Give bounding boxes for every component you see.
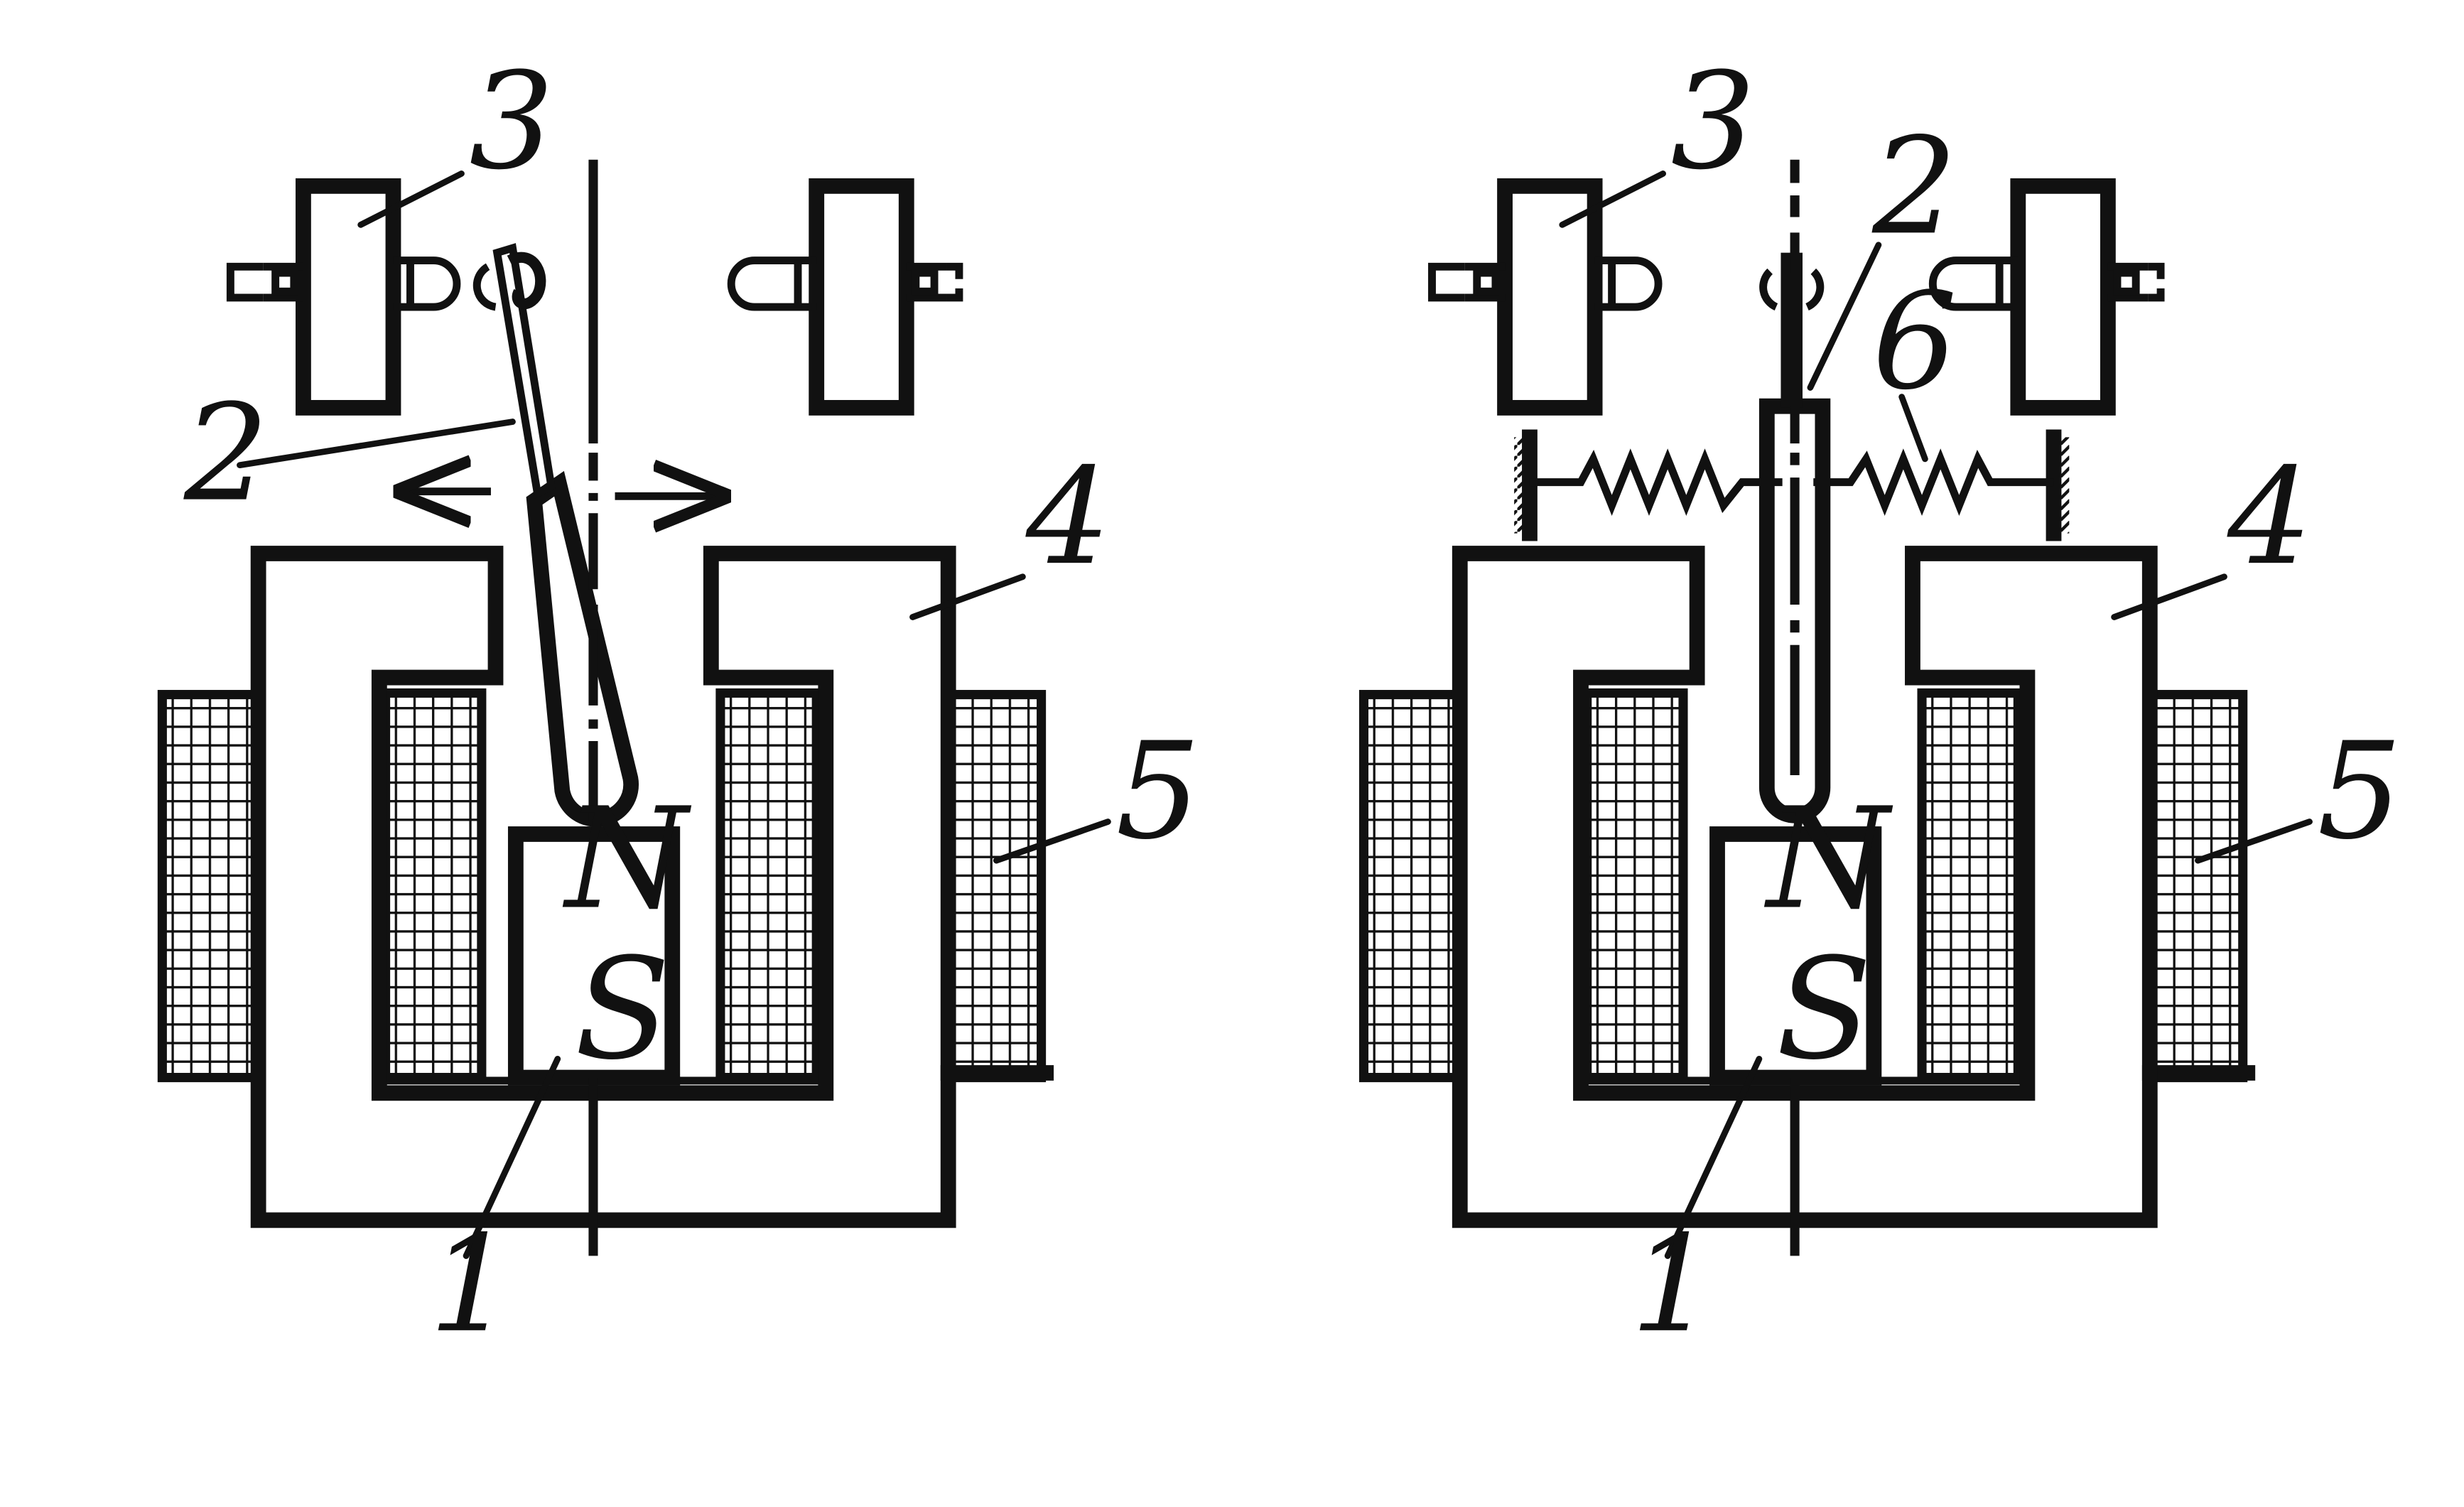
left-pole-north: N: [563, 779, 692, 941]
right-contact-left: [1432, 186, 1658, 408]
right-label-spring: 6: [1872, 265, 1957, 420]
left-pole-south: S: [575, 929, 671, 1091]
left-label-core: 4: [1025, 440, 1111, 595]
left-label-magnet: 1: [429, 1207, 514, 1362]
right-coil-inner-right: [1917, 688, 2023, 1083]
left-figure: [157, 159, 1111, 1259]
right-label-coil: 5: [2317, 714, 2401, 869]
left-labels: 3 2 4 5 1 N S: [183, 45, 1201, 1363]
right-figure: [1358, 159, 2313, 1259]
right-label-core: 4: [2227, 440, 2312, 595]
left-coil-outer-left: [157, 690, 264, 1083]
left-contact-left: [230, 186, 457, 408]
right-labels: 3 2 6 4 5 1 N S: [1631, 45, 2402, 1363]
left-coil-inner-left: [381, 688, 487, 1083]
right-pole-north: N: [1764, 779, 1893, 941]
left-pivoting-arm: [472, 243, 639, 827]
right-label-magnet: 1: [1631, 1207, 1715, 1362]
left-contact-right: [731, 186, 959, 408]
right-coil-outer-left: [1358, 690, 1465, 1083]
right-pivoting-arm: [1758, 252, 1831, 823]
right-spring: [1514, 429, 2070, 541]
right-coil-outer-right: [2145, 690, 2248, 1083]
right-coil-inner-left: [1582, 688, 1688, 1083]
right-pole-south: S: [1776, 929, 1872, 1091]
right-label-arm: 2: [1871, 109, 1957, 264]
left-coil-inner-right: [715, 688, 821, 1083]
left-label-contact: 3: [469, 45, 553, 200]
right-label-contact: 3: [1671, 45, 1756, 200]
left-label-arm: 2: [183, 377, 269, 531]
right-contact-right: [1933, 186, 2161, 408]
left-coil-outer-right: [944, 690, 1047, 1083]
left-label-coil: 5: [1115, 714, 1200, 869]
